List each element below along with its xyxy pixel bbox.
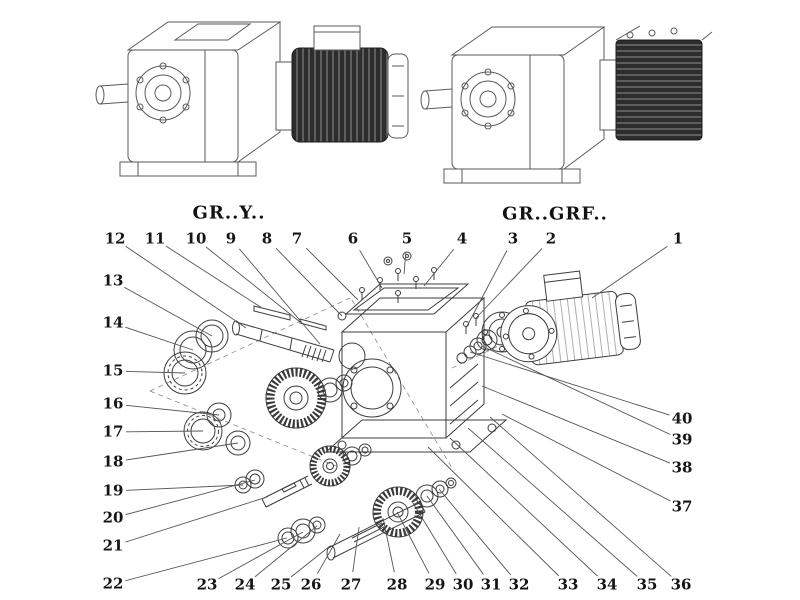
leader-line-3 (465, 250, 508, 329)
callout-21: 21 (102, 536, 124, 555)
callout-20: 20 (102, 508, 124, 527)
leader-line-13 (124, 286, 213, 337)
leader-line-29 (396, 511, 430, 574)
callout-29: 29 (424, 575, 446, 594)
assembled-unit-gr-grf-drawing (420, 25, 713, 184)
leader-line-12 (125, 245, 247, 329)
callout-22: 22 (102, 574, 124, 593)
leader-line-26 (317, 533, 341, 574)
callout-1: 1 (672, 229, 684, 248)
leader-line-18 (125, 442, 239, 461)
leader-line-9 (239, 248, 321, 345)
callout-31: 31 (480, 575, 502, 594)
callout-9: 9 (225, 229, 237, 248)
leader-line-10 (205, 246, 301, 323)
leader-line-20 (125, 479, 256, 516)
leader-line-1 (591, 245, 668, 299)
callout-12: 12 (104, 229, 126, 248)
callout-5: 5 (401, 229, 413, 248)
callout-10: 10 (185, 229, 207, 248)
callout-17: 17 (102, 422, 124, 441)
callout-30: 30 (452, 575, 474, 594)
variant-label-gr-grf: GR..GRF.. (502, 203, 608, 225)
leader-line-31 (426, 495, 484, 575)
callout-23: 23 (196, 575, 218, 594)
callout-3: 3 (507, 229, 519, 248)
exploded-view-drawing (149, 251, 641, 561)
callout-7: 7 (291, 229, 303, 248)
callout-33: 33 (557, 575, 579, 594)
callout-39: 39 (671, 430, 693, 449)
leader-line-24 (254, 525, 318, 578)
leader-line-39 (481, 345, 671, 435)
callout-37: 37 (671, 497, 693, 516)
motor-drawing (500, 270, 641, 366)
leader-line-15 (125, 370, 186, 374)
callout-28: 28 (386, 575, 408, 594)
leader-line-7 (305, 247, 359, 301)
intermediate-shaft-assembly (234, 443, 372, 508)
callout-18: 18 (102, 452, 124, 471)
callout-24: 24 (234, 575, 256, 594)
callout-6: 6 (347, 229, 359, 248)
leader-line-35 (467, 427, 638, 577)
leader-line-25 (290, 545, 331, 578)
callout-11: 11 (144, 229, 166, 248)
callout-35: 35 (636, 575, 658, 594)
gear-housing (324, 297, 508, 453)
leader-line-22 (125, 537, 288, 582)
callout-2: 2 (545, 229, 557, 248)
leader-line-40 (469, 351, 670, 416)
leader-line-34 (449, 437, 598, 577)
leader-line-38 (481, 385, 671, 464)
callout-8: 8 (261, 229, 273, 248)
leader-line-4 (423, 248, 455, 287)
leader-line-19 (125, 484, 244, 491)
housing-cover-and-bolts (344, 251, 470, 315)
callout-32: 32 (508, 575, 530, 594)
leader-line-23 (218, 531, 304, 580)
input-shaft-assembly (163, 305, 353, 456)
leader-line-11 (165, 245, 263, 309)
callout-19: 19 (102, 481, 124, 500)
leader-line-8 (275, 247, 343, 317)
callout-40: 40 (671, 409, 693, 428)
variant-label-gr-y: GR..Y.. (192, 202, 266, 224)
callout-34: 34 (596, 575, 618, 594)
callout-14: 14 (102, 313, 124, 332)
callout-15: 15 (102, 361, 124, 380)
leader-line-17 (125, 430, 204, 433)
callout-25: 25 (270, 575, 292, 594)
leader-line-37 (501, 413, 671, 502)
callout-36: 36 (670, 575, 692, 594)
leader-line-30 (412, 502, 457, 575)
callout-13: 13 (102, 271, 124, 290)
callout-38: 38 (671, 458, 693, 477)
leader-line-6 (359, 249, 383, 289)
assembled-unit-gr-y-drawing (95, 21, 409, 177)
callout-16: 16 (102, 394, 124, 413)
leader-line-28 (382, 517, 395, 573)
leader-line-33 (427, 446, 560, 577)
leader-line-32 (438, 488, 512, 576)
leader-line-2 (475, 248, 543, 319)
leader-line-21 (125, 496, 268, 543)
callout-26: 26 (300, 575, 322, 594)
callout-27: 27 (340, 575, 362, 594)
callout-4: 4 (456, 229, 468, 248)
leader-line-14 (125, 326, 194, 351)
leader-line-36 (489, 416, 672, 577)
leader-lines (124, 245, 672, 582)
leader-line-5 (403, 251, 407, 275)
leader-line-16 (125, 404, 220, 416)
leader-line-27 (352, 526, 360, 573)
